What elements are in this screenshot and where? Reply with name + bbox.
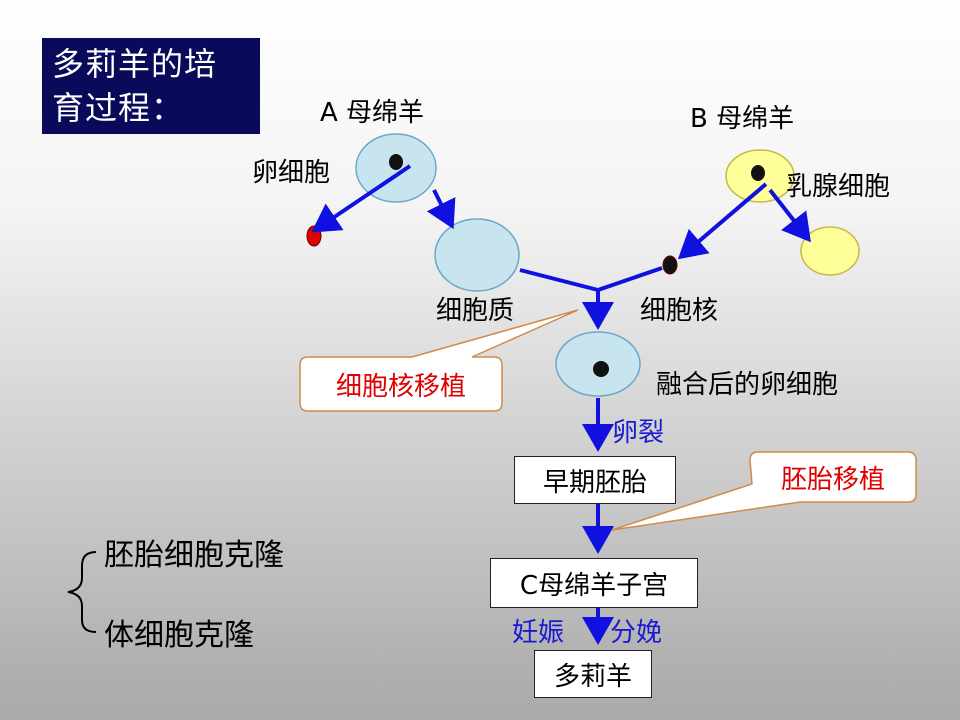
arrow-to-empty-cell [768,188,811,243]
fused-egg-label: 融合后的卵细胞 [656,370,839,400]
cleavage-label: 卵裂 [612,418,665,448]
egg-nucleus-a [389,154,403,170]
title-line-1: 多莉羊的培 [52,45,218,83]
merge-line-left [519,268,599,292]
callout-embryo-transfer: 胚胎移植 [780,464,885,495]
pregnancy-label: 妊娠 [512,618,565,648]
embryonic-cloning-label: 胚胎细胞克隆 [104,538,284,573]
c-uterus-box: C母绵羊子宫 [490,558,698,608]
arrow-extract-nucleus [677,182,768,260]
extracted-nucleus [662,255,678,275]
fused-nucleus [593,361,609,377]
title-box: 多莉羊的培 育过程： [42,38,260,134]
cytoplasm-cell [434,218,520,292]
callout-nuclear-transfer-shape [299,309,579,412]
egg-cell-label: 卵细胞 [252,158,331,188]
mammary-cell-label: 乳腺细胞 [786,172,891,202]
mammary-nucleus-b [751,165,765,181]
cloning-brace [67,551,97,633]
arrow-remove-nucleus [311,164,412,233]
cytoplasm-label: 细胞质 [436,296,515,326]
nucleus-label: 细胞核 [640,296,719,326]
merge-line-right [597,266,663,292]
sheep-a-label: A 母绵羊 [320,98,425,128]
callout-nuclear-transfer: 细胞核移植 [335,371,466,402]
empty-mammary-cell [800,226,860,276]
early-embryo-box: 早期胚胎 [514,456,676,504]
callout-embryo-transfer-shape [611,451,917,531]
delivery-label: 分娩 [610,618,663,648]
sheep-b-label: B 母绵羊 [690,104,795,134]
title-line-2: 育过程： [52,89,185,127]
dolly-box: 多莉羊 [534,650,652,698]
arrow-to-cytoplasm [426,189,456,230]
somatic-cloning-label: 体细胞克隆 [104,618,254,653]
